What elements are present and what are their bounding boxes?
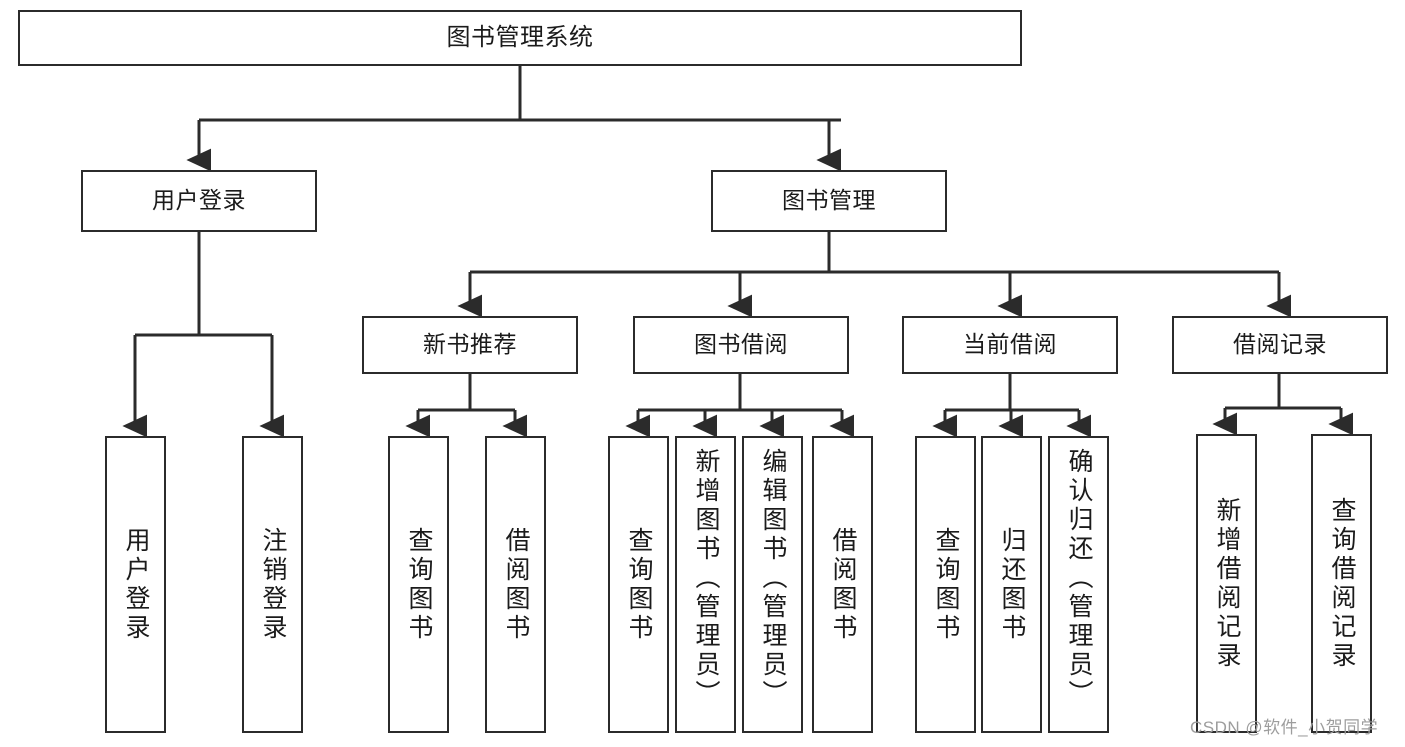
node-label: 用户登录 <box>152 187 246 214</box>
leaf-label: 借阅图书 <box>502 526 530 643</box>
leaf-user-login-logout[interactable]: 注销登录 <box>242 436 303 733</box>
leaf-label: 查询图书 <box>625 526 653 643</box>
leaf-label: 查询图书 <box>932 526 960 643</box>
node-label: 借阅记录 <box>1233 331 1327 358</box>
node-label: 图书管理系统 <box>446 23 594 51</box>
leaf-label: 用户登录 <box>122 526 150 643</box>
node-new-book-recommend[interactable]: 新书推荐 <box>362 316 578 374</box>
node-label: 图书借阅 <box>694 331 788 358</box>
leaf-current-borrow-query-books[interactable]: 查询图书 <box>915 436 976 733</box>
node-label: 新书推荐 <box>423 331 517 358</box>
node-root-book-management-system[interactable]: 图书管理系统 <box>18 10 1022 66</box>
leaf-book-borrow-add-book-admin[interactable]: 新增图书（管理员） <box>675 436 736 733</box>
leaf-new-book-borrow-books[interactable]: 借阅图书 <box>485 436 546 733</box>
watermark-text: CSDN @软件_小贺同学 <box>1190 718 1379 737</box>
leaf-label: 查询图书 <box>405 526 433 643</box>
leaf-book-borrow-edit-book-admin[interactable]: 编辑图书（管理员） <box>742 436 803 733</box>
leaf-label: 新增图书（管理员） <box>692 448 720 709</box>
leaf-label: 新增借阅记录 <box>1213 496 1241 671</box>
node-book-borrow[interactable]: 图书借阅 <box>633 316 849 374</box>
leaf-book-borrow-borrow-books[interactable]: 借阅图书 <box>812 436 873 733</box>
leaf-label: 编辑图书（管理员） <box>759 448 787 709</box>
node-label: 当前借阅 <box>963 331 1057 358</box>
leaf-current-borrow-return-books[interactable]: 归还图书 <box>981 436 1042 733</box>
leaf-user-login-login[interactable]: 用户登录 <box>105 436 166 733</box>
leaf-new-book-query-books[interactable]: 查询图书 <box>388 436 449 733</box>
node-label: 图书管理 <box>782 187 876 214</box>
leaf-borrow-record-query-record[interactable]: 查询借阅记录 <box>1311 434 1372 733</box>
leaf-label: 归还图书 <box>998 526 1026 643</box>
leaf-label: 查询借阅记录 <box>1328 496 1356 671</box>
leaf-borrow-record-add-record[interactable]: 新增借阅记录 <box>1196 434 1257 733</box>
node-current-borrow[interactable]: 当前借阅 <box>902 316 1118 374</box>
leaf-label: 确认归还（管理员） <box>1065 448 1093 709</box>
node-book-management[interactable]: 图书管理 <box>711 170 947 232</box>
leaf-label: 注销登录 <box>259 526 287 643</box>
node-borrow-record[interactable]: 借阅记录 <box>1172 316 1388 374</box>
leaf-book-borrow-query-books[interactable]: 查询图书 <box>608 436 669 733</box>
node-user-login[interactable]: 用户登录 <box>81 170 317 232</box>
leaf-current-borrow-confirm-return-admin[interactable]: 确认归还（管理员） <box>1048 436 1109 733</box>
leaf-label: 借阅图书 <box>829 526 857 643</box>
